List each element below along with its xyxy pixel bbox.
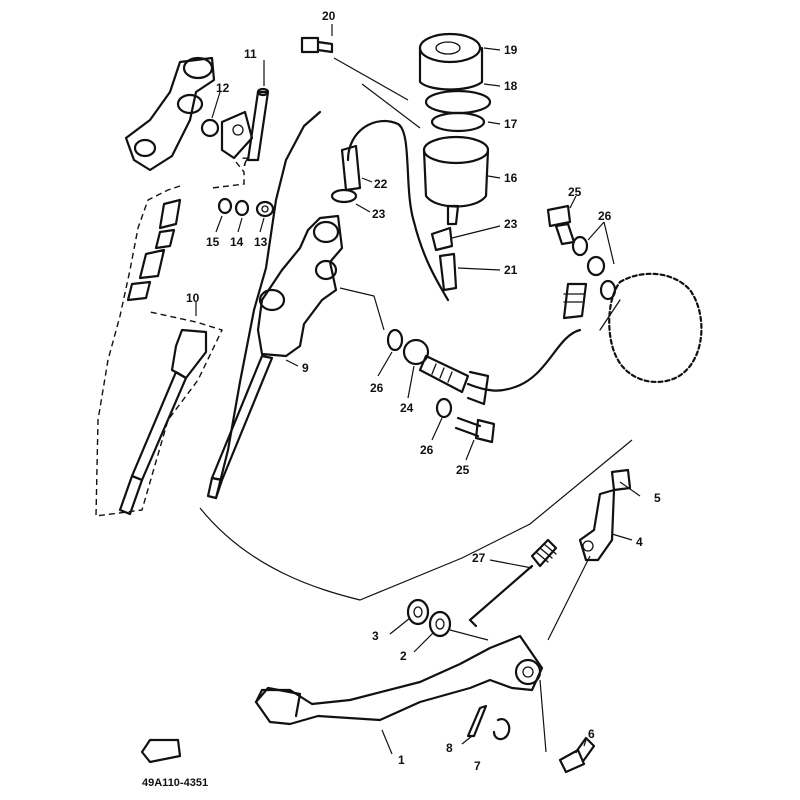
callout-5: 5 bbox=[654, 491, 661, 505]
callout-22: 22 bbox=[374, 177, 388, 191]
pin-7 bbox=[492, 718, 511, 741]
callout-11: 11 bbox=[244, 47, 257, 61]
caliper-body bbox=[599, 272, 703, 384]
pivot-bolt-6 bbox=[558, 736, 596, 774]
reservoir-body bbox=[422, 135, 490, 226]
union-bolt-24 bbox=[402, 338, 470, 394]
bolt-25-caliper bbox=[546, 204, 576, 246]
callout-7a: 7 bbox=[242, 155, 249, 169]
callout-3: 3 bbox=[372, 629, 379, 643]
callout-18: 18 bbox=[504, 79, 518, 93]
callout-20: 20 bbox=[322, 9, 336, 23]
callout-4: 4 bbox=[636, 535, 643, 549]
callout-23b: 23 bbox=[504, 217, 518, 231]
bracket-plate bbox=[220, 110, 254, 160]
callout-9: 9 bbox=[302, 361, 309, 375]
footrest-bracket bbox=[124, 56, 216, 172]
callout-26a: 26 bbox=[598, 209, 612, 223]
clevis-4 bbox=[578, 488, 616, 562]
leader-lines bbox=[195, 24, 641, 755]
callout-2: 2 bbox=[400, 649, 407, 663]
callout-27: 27 bbox=[472, 551, 486, 565]
circlip bbox=[200, 118, 220, 138]
diaphragm-plate bbox=[424, 89, 492, 115]
callout-25b: 25 bbox=[456, 463, 470, 477]
callout-10: 10 bbox=[186, 291, 200, 305]
callout-26c: 26 bbox=[420, 443, 434, 457]
washer-3 bbox=[406, 598, 430, 626]
callout-1: 1 bbox=[398, 753, 405, 767]
gasket-26 bbox=[386, 328, 404, 352]
callout-17: 17 bbox=[504, 117, 518, 131]
brake-pedal bbox=[254, 634, 544, 726]
pivot-shaft bbox=[246, 87, 270, 162]
callout-16: 16 bbox=[504, 171, 518, 185]
gasket-26b bbox=[435, 397, 453, 419]
gaskets-26-caliper bbox=[571, 235, 617, 301]
washers-13-15 bbox=[217, 197, 275, 218]
callout-13: 13 bbox=[254, 235, 268, 249]
callouts: 20 19 18 17 16 22 23 23 21 25 26 11 12 7… bbox=[186, 9, 661, 773]
callout-6: 6 bbox=[588, 727, 595, 741]
callout-12: 12 bbox=[216, 81, 230, 95]
return-spring-27 bbox=[468, 538, 558, 628]
hose-clip-22 bbox=[340, 144, 362, 192]
bleed-fitting bbox=[562, 282, 588, 320]
bolt-25 bbox=[454, 416, 496, 444]
callout-14: 14 bbox=[230, 235, 244, 249]
callout-21: 21 bbox=[504, 263, 518, 277]
callout-15: 15 bbox=[206, 235, 220, 249]
callout-23a: 23 bbox=[372, 207, 386, 221]
collar-5 bbox=[610, 468, 632, 492]
master-cylinder bbox=[206, 214, 344, 500]
cotter-pin-8 bbox=[466, 704, 488, 738]
hose-clip-23 bbox=[330, 188, 358, 204]
callout-26b: 26 bbox=[370, 381, 384, 395]
hose-clip-23b bbox=[430, 226, 454, 252]
front-arrow-badge bbox=[140, 738, 182, 764]
push-rod-left bbox=[118, 370, 188, 516]
callout-24: 24 bbox=[400, 401, 414, 415]
callout-8: 8 bbox=[446, 741, 453, 755]
washer-2 bbox=[428, 610, 452, 638]
callout-19: 19 bbox=[504, 43, 518, 57]
reservoir-cap bbox=[418, 32, 484, 91]
diaphragm bbox=[430, 111, 486, 133]
drawing-code: 49A110-4351 bbox=[142, 777, 208, 789]
bolt-20 bbox=[300, 36, 334, 54]
piston-kit-parts bbox=[126, 198, 208, 380]
callout-7b: 7 bbox=[474, 759, 481, 773]
callout-25a: 25 bbox=[568, 185, 582, 199]
hose-joint-21 bbox=[438, 252, 458, 292]
